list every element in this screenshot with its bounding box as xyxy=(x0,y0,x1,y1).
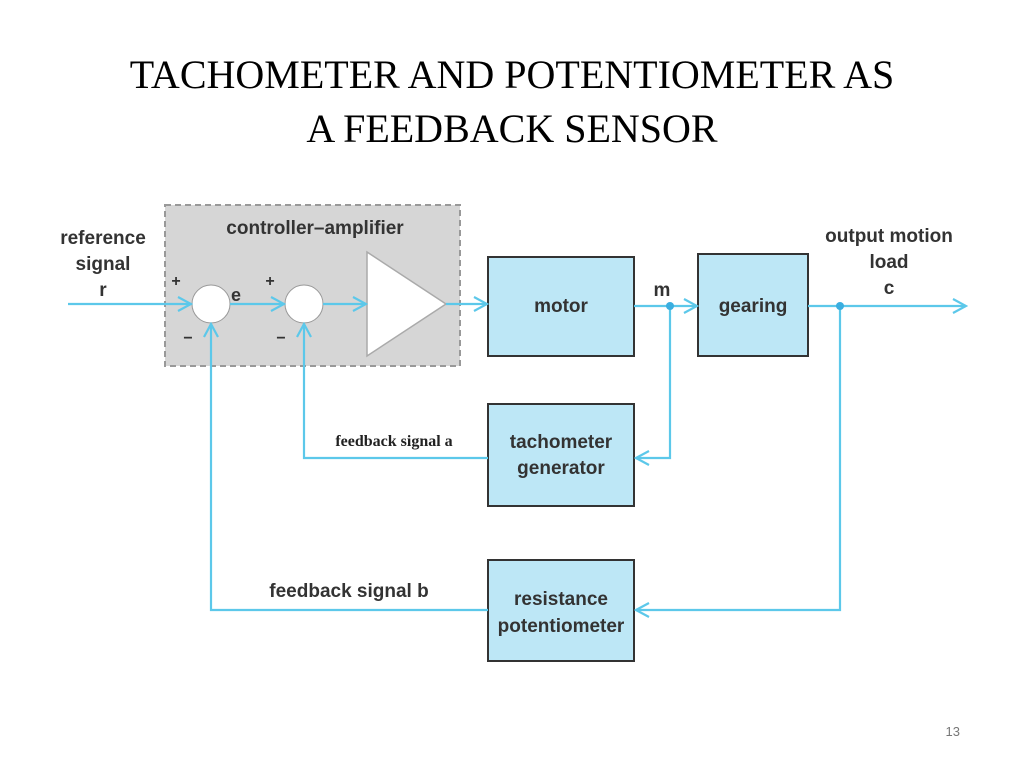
motor-to-tachometer-line xyxy=(636,306,672,458)
page-number: 13 xyxy=(945,724,960,739)
slide-title: TACHOMETER AND POTENTIOMETER AS A FEEDBA… xyxy=(0,48,1024,156)
summing-junction-2 xyxy=(284,284,324,324)
summing-junction-1 xyxy=(191,284,231,324)
junction-1-minus-sign: − xyxy=(183,330,192,347)
junction-1-plus-sign: + xyxy=(171,273,180,290)
slide-title-line-1: TACHOMETER AND POTENTIOMETER AS xyxy=(129,52,895,97)
feedback-signal-a-line xyxy=(304,324,488,460)
reference-signal-label-line-2: signal xyxy=(76,254,131,275)
motor-output-label: m xyxy=(654,280,671,301)
motor-block xyxy=(487,256,635,357)
gearing-block xyxy=(697,253,809,357)
potentiometer-block-label-line-1: resistance xyxy=(514,589,608,610)
gearing-block-label: gearing xyxy=(719,296,788,317)
junction-2-plus-sign: + xyxy=(265,273,274,290)
output-to-potentiometer-line xyxy=(636,306,842,610)
resistance-potentiometer-block xyxy=(487,559,635,662)
potentiometer-block-label-line-2: potentiometer xyxy=(498,616,625,637)
controller-amplifier-label: controller–amplifier xyxy=(226,218,404,239)
motor-block-label: motor xyxy=(534,296,588,317)
output-motion-label-line-2: load xyxy=(869,252,908,273)
tachometer-block-label-line-2: generator xyxy=(517,458,605,479)
feedback-signal-b-line xyxy=(211,324,488,612)
tachometer-block-label-line-1: tachometer xyxy=(510,432,613,453)
reference-signal-label-line-1: reference xyxy=(60,228,146,249)
output-motion-label-line-1: output motion xyxy=(825,226,953,247)
junction-2-minus-sign: − xyxy=(276,330,285,347)
output-motion-label-line-3: c xyxy=(884,278,895,299)
reference-signal-label-line-3: r xyxy=(99,280,107,301)
feedback-signal-b-label: feedback signal b xyxy=(269,581,428,602)
feedback-signal-a-label: feedback signal a xyxy=(335,433,452,450)
error-signal-label: e xyxy=(231,285,241,305)
slide-title-line-2: A FEEDBACK SENSOR xyxy=(306,106,718,151)
load-output-branch-dot xyxy=(836,302,844,310)
tachometer-generator-block xyxy=(487,403,635,507)
motor-output-branch-dot xyxy=(666,302,674,310)
